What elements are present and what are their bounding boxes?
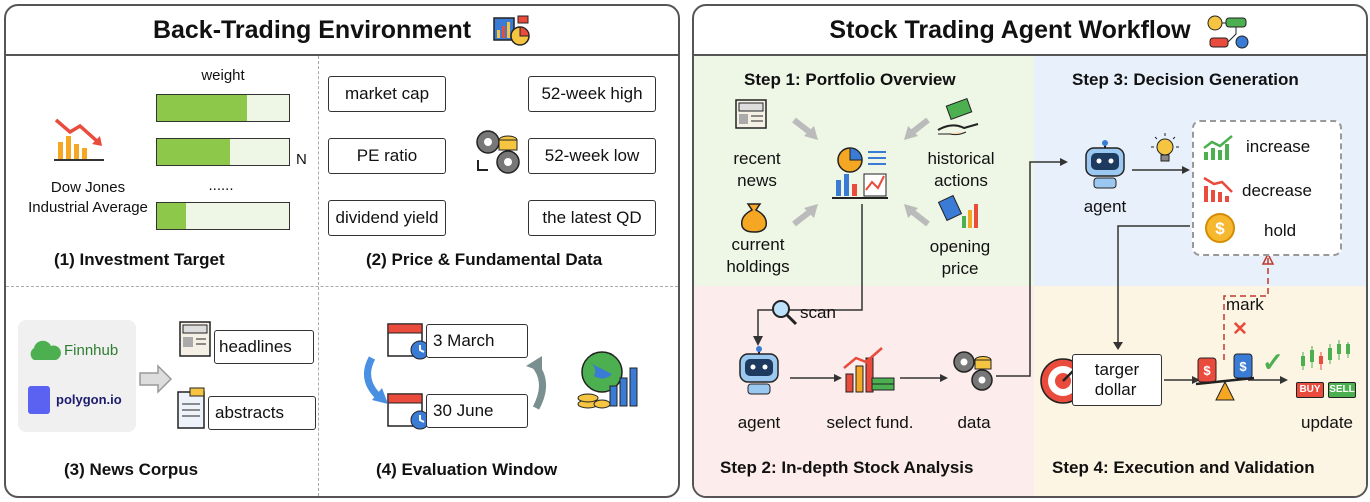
analytics-icon <box>832 147 888 199</box>
agent-label: agent <box>1083 197 1127 216</box>
flow-lines <box>753 158 1288 384</box>
title-divider <box>6 54 678 56</box>
data-field: 52-week high <box>528 76 656 112</box>
weight-label: weight <box>201 67 245 84</box>
weight-bar <box>156 138 290 166</box>
weight-bar <box>156 202 290 230</box>
step-title: Step 2: In-depth Stock Analysis <box>720 458 974 477</box>
calendar-icon <box>387 323 430 360</box>
update-label: update <box>1301 413 1353 432</box>
data-label: data <box>957 413 991 432</box>
robot-agent-icon <box>739 346 779 395</box>
opening-price-label: opening price <box>929 237 991 279</box>
back-trading-panel: Back-Trading Environment Dow Jones Indus… <box>4 4 680 498</box>
option-decrease: decrease <box>1242 181 1312 200</box>
news-item: abstracts <box>208 396 316 430</box>
data-field: dividend yield <box>328 200 446 236</box>
step-title: Step 1: Portfolio Overview <box>744 70 956 89</box>
sources-card <box>18 320 136 432</box>
target-dollar-box: targer dollar <box>1072 354 1162 406</box>
global-finance-icon <box>577 351 638 409</box>
historical-actions-label: historical actions <box>927 149 995 191</box>
section-label: (4) Evaluation Window <box>376 460 558 479</box>
news-icon <box>735 99 767 129</box>
step-title: Step 4: Execution and Validation <box>1052 458 1315 477</box>
date-box: 30 June <box>426 394 528 428</box>
source-polygon: polygon.io <box>56 392 122 407</box>
data-field: the latest QD <box>528 200 656 236</box>
date-box: 3 March <box>426 324 528 358</box>
cloud-icon <box>30 340 61 360</box>
divider <box>318 56 319 496</box>
document-icon <box>177 387 205 429</box>
ellipsis: ...... <box>208 177 234 194</box>
curved-arrow-down-icon <box>364 356 388 404</box>
panel-title: Back-Trading Environment <box>152 16 472 44</box>
arrow-icon <box>792 204 818 227</box>
select-fund-label: select fund. <box>826 413 914 432</box>
weight-bar <box>156 94 290 122</box>
workflow-panel: Stock Trading Agent Workflow Step 1: Por… <box>692 4 1368 498</box>
scan-label: scan <box>800 303 836 322</box>
panel-title: Stock Trading Agent Workflow <box>829 16 1191 44</box>
candlestick-chart-icon <box>1301 340 1350 370</box>
recent-news-label: recent news <box>733 149 781 191</box>
gear-database-icon <box>476 130 520 174</box>
news-item: headlines <box>214 330 314 364</box>
option-hold: hold <box>1264 221 1297 240</box>
robot-agent-icon <box>1085 140 1125 189</box>
divider <box>6 286 678 287</box>
svg-text:$: $ <box>1239 359 1247 374</box>
agent-label: agent <box>737 413 781 432</box>
idea-bulb-icon <box>1151 133 1179 162</box>
step1-area <box>694 56 1034 286</box>
dollar-coin-icon: $ <box>1205 213 1235 243</box>
data-field: 52-week low <box>528 138 656 174</box>
workflow-icon <box>1207 15 1249 49</box>
step-title: Step 3: Decision Generation <box>1072 70 1299 89</box>
handshake-icon <box>937 98 979 136</box>
magnifier-icon <box>772 300 798 326</box>
arrow-right-icon <box>139 364 173 394</box>
section-label: (2) Price & Fundamental Data <box>366 250 603 269</box>
arrow-icon <box>904 204 930 227</box>
source-finnhub: Finnhub <box>64 342 119 359</box>
data-field: market cap <box>328 76 446 112</box>
buy-button: BUY <box>1296 382 1324 398</box>
dashboard-icon <box>493 15 530 46</box>
calendar-icon <box>387 393 430 430</box>
sell-button: SELL <box>1328 382 1356 398</box>
section-label: (1) Investment Target <box>54 250 225 269</box>
section-label: (3) News Corpus <box>64 460 199 479</box>
mark-label: mark <box>1226 295 1264 314</box>
option-increase: increase <box>1246 137 1311 156</box>
balance-scale-icon: $ $ <box>1195 353 1255 401</box>
curved-arrow-up-icon <box>526 356 546 410</box>
increase-icon <box>1203 135 1233 160</box>
svg-text:$: $ <box>1215 219 1225 238</box>
price-tag-icon <box>937 194 978 228</box>
gear-database-icon <box>953 351 993 391</box>
reject-icon: ✕ <box>1232 319 1248 340</box>
data-field: PE ratio <box>328 138 446 174</box>
check-icon: ✓ <box>1262 347 1284 377</box>
index-name: Dow Jones Industrial Average <box>28 179 148 216</box>
polygon-logo-icon <box>28 386 50 414</box>
fund-growth-icon <box>843 347 895 393</box>
arrow-icon <box>792 117 818 140</box>
svg-text:$: $ <box>1203 363 1211 378</box>
newspaper-icon <box>179 321 211 357</box>
target-dollar-label: targer dollar <box>1094 359 1140 399</box>
declining-chart-icon <box>54 118 104 161</box>
arrow-icon <box>904 117 930 140</box>
n-label: N <box>296 151 307 168</box>
current-holdings-label: current holdings <box>726 235 790 277</box>
decrease-icon <box>1203 176 1233 202</box>
title-divider <box>694 54 1366 56</box>
money-bag-icon <box>740 203 768 233</box>
